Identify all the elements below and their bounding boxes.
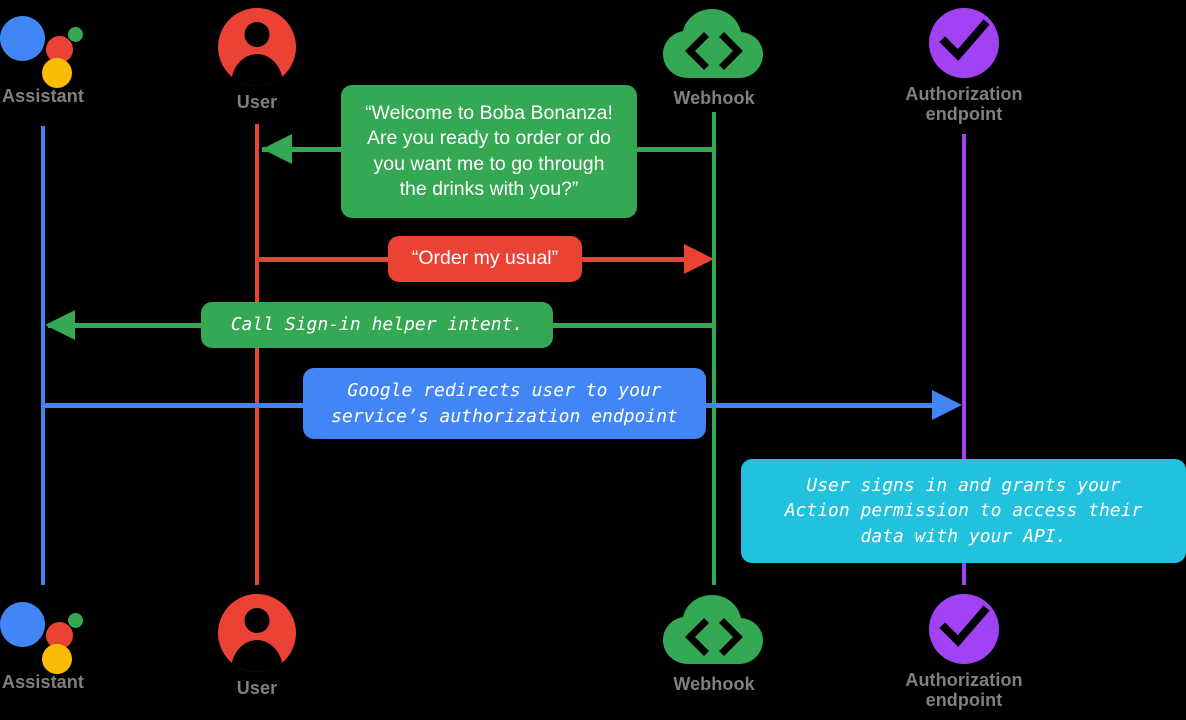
actor-label-auth-line1: Authorization [905,84,1023,104]
message-bubble-redirect: Google redirects user to your service’s … [303,368,706,439]
assistant-dot-yellow [42,58,72,88]
message-bubble-welcome: “Welcome to Boba Bonanza! Are you ready … [341,85,637,218]
purple-check-circle-icon [929,594,999,664]
user-avatar-body [231,54,283,86]
actor-label-assistant: Assistant [2,86,84,106]
message-line: Action permission to access their [784,500,1143,522]
message-line: Google redirects user to your [347,380,662,402]
google-assistant-dots-icon [0,8,86,88]
arrow-head-signin [45,310,75,340]
purple-check-circle-icon [929,8,999,78]
message-line: Call Sign-in helper intent. [230,314,524,336]
user-avatar-head [244,608,270,633]
message-line: the drinks with you?” [399,177,579,200]
message-line: you want me to go through [373,152,605,175]
message-line: “Welcome to Boba Bonanza! [365,101,613,124]
message-line: Are you ready to order or do [367,127,611,150]
message-line: service’s authorization endpoint [331,405,678,427]
lifeline-user [255,124,259,585]
google-assistant-dots-icon [0,594,86,674]
actor-label-user: User [236,92,278,112]
assistant-dot-blue [0,16,45,61]
actor-label-auth-line2: endpoint [925,104,1003,125]
actor-label-webhook: Webhook [673,674,755,694]
user-avatar-head [244,22,270,47]
assistant-dot-green [68,27,83,42]
lifeline-assistant [41,126,45,585]
assistant-dot-yellow [42,644,72,674]
cloud-code-icon [662,594,766,666]
message-bubble-signin: Call Sign-in helper intent. [201,302,553,348]
arrow-head-order [684,244,714,274]
lifeline-webhook [712,112,716,585]
actor-label-webhook: Webhook [673,88,755,108]
cloud-code-icon [662,8,766,80]
actor-user-top: User [162,8,352,112]
assistant-dot-green [68,613,83,628]
arrow-head-welcome [262,134,292,164]
actor-assistant-bottom: Assistant [0,594,138,692]
actor-user-bottom: User [162,594,352,698]
actor-label-auth: Authorization endpoint [905,670,1022,710]
actor-label-auth-line2: endpoint [925,690,1003,711]
actor-label-auth: Authorization endpoint [905,84,1022,124]
user-avatar-body [231,640,283,672]
actor-auth-top: Authorization endpoint [869,8,1059,124]
assistant-dot-blue [0,602,45,647]
message-bubble-order: “Order my usual” [388,236,582,282]
user-avatar-icon [218,594,296,672]
message-line: “Order my usual” [411,247,559,270]
actor-label-assistant: Assistant [2,672,84,692]
arrow-head-redirect [932,390,962,420]
message-line: data with your API. [860,525,1067,547]
user-avatar-icon [218,8,296,86]
actor-label-user: User [236,678,278,698]
lifeline-auth [962,134,966,585]
message-bubble-user-signs-in: User signs in and grants your Action per… [741,459,1186,563]
actor-webhook-top: Webhook [619,8,809,108]
actor-label-auth-line1: Authorization [905,670,1023,690]
actor-webhook-bottom: Webhook [619,594,809,694]
actor-assistant-top: Assistant [0,8,138,106]
actor-auth-bottom: Authorization endpoint [869,594,1059,710]
message-line: User signs in and grants your [806,475,1121,497]
